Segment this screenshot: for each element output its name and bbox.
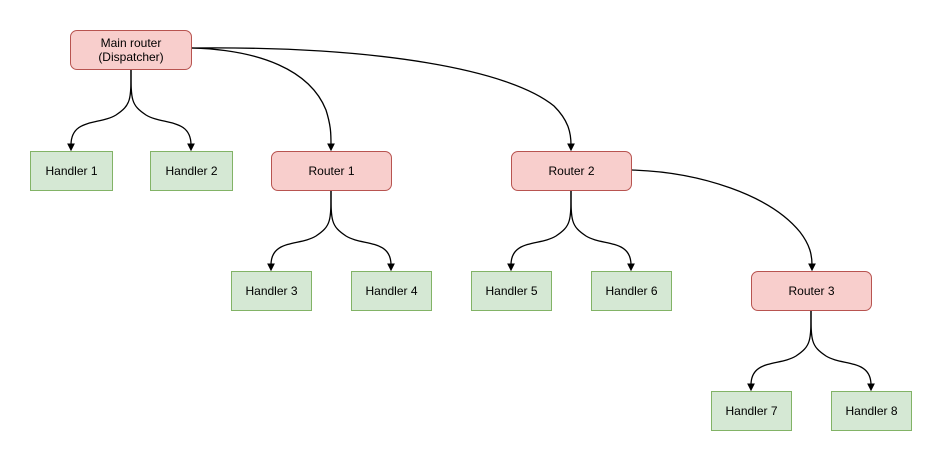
node-label: Handler 8 [845,404,898,418]
node-label: Main router (Dispatcher) [98,36,164,64]
edge [507,190,572,272]
edge [747,310,812,392]
edge [67,69,132,152]
edge [191,47,335,152]
node-handler1[interactable]: Handler 1 [30,151,113,191]
node-main[interactable]: Main router (Dispatcher) [70,30,192,70]
node-router2[interactable]: Router 2 [511,151,632,191]
node-handler3[interactable]: Handler 3 [231,271,312,311]
edge [130,69,195,152]
node-handler8[interactable]: Handler 8 [831,391,912,431]
node-label: Handler 5 [485,284,538,298]
edges-group [67,47,875,392]
edge [810,310,875,392]
node-handler4[interactable]: Handler 4 [351,271,432,311]
node-label: Handler 1 [45,164,98,178]
node-handler7[interactable]: Handler 7 [711,391,792,431]
edge [267,190,332,272]
edge [191,47,575,152]
edge [631,169,816,272]
edge [570,190,635,272]
node-label: Handler 7 [725,404,778,418]
node-label: Handler 4 [365,284,418,298]
node-router1[interactable]: Router 1 [271,151,392,191]
node-label: Router 2 [548,164,595,178]
edge [330,190,395,272]
node-label: Router 1 [308,164,355,178]
node-handler5[interactable]: Handler 5 [471,271,552,311]
node-label: Handler 6 [605,284,658,298]
node-label: Handler 2 [165,164,218,178]
node-router3[interactable]: Router 3 [751,271,872,311]
node-label: Handler 3 [245,284,298,298]
node-handler2[interactable]: Handler 2 [150,151,233,191]
node-label: Router 3 [788,284,835,298]
node-handler6[interactable]: Handler 6 [591,271,672,311]
